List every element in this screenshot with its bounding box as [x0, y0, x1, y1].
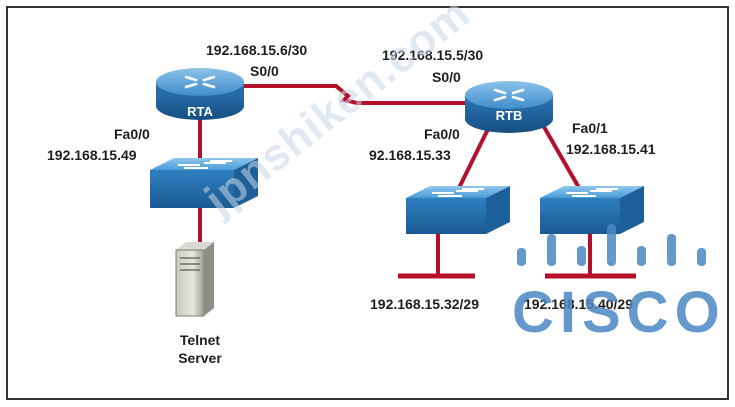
cisco-logo-text: CISCO: [512, 280, 726, 345]
switch-rta-lan-icon: [150, 158, 258, 208]
link-rtb-lan2-switch: [537, 117, 581, 189]
router-rtb-icon: [465, 81, 553, 133]
rtb-s00-ip-label: 192.168.15.5/30: [382, 47, 484, 63]
lan2-network-label: 192.168.15.40/29: [524, 296, 633, 312]
rta-fa00-ip-label: 192.168.15.49: [47, 147, 137, 163]
router-rta-label: RTA: [187, 104, 213, 119]
rta-s00-interface-label: S0/0: [250, 63, 279, 79]
server-label-line2: Server: [178, 350, 222, 366]
rtb-fa00-interface-label: Fa0/0: [424, 126, 460, 142]
rtb-fa01-ip-label: 192.168.15.41: [566, 141, 656, 157]
switch-lan2-icon: [540, 186, 644, 234]
server-label-line1: Telnet: [179, 332, 221, 348]
switch-lan1-icon: [406, 186, 510, 234]
link-rtb-lan1-switch: [455, 122, 493, 193]
router-rtb-label: RTB: [495, 108, 523, 123]
rta-s00-ip-label: 192.168.15.6/30: [206, 42, 308, 58]
links: [198, 84, 592, 278]
rtb-fa00-ip-label: 92.168.15.33: [369, 147, 451, 163]
router-rta-icon: [156, 68, 244, 120]
serial-link-rta-rtb: [230, 84, 480, 105]
cisco-logo-icon: [517, 224, 706, 266]
lan1-network-label: 192.168.15.32/29: [370, 296, 479, 312]
rta-fa00-interface-label: Fa0/0: [114, 126, 150, 142]
rtb-s00-interface-label: S0/0: [432, 69, 461, 85]
rtb-fa01-interface-label: Fa0/1: [572, 120, 608, 136]
server-icon: [175, 242, 214, 317]
